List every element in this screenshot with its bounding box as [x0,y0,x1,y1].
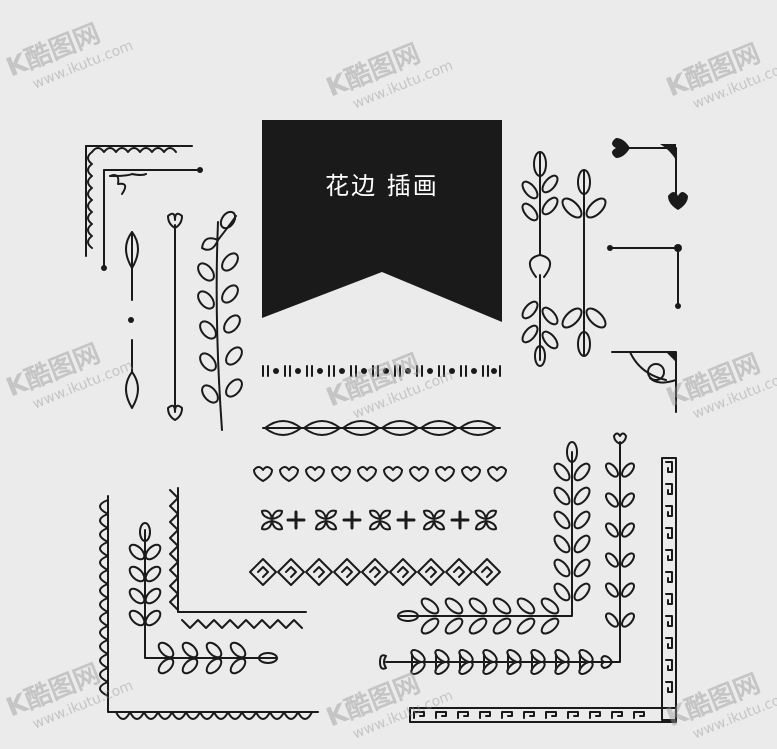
leaf-chain-border [262,420,501,436]
vertical-vine-left [197,210,243,431]
scallop-corner-bottom-left [99,495,319,720]
hearts-border [253,466,507,482]
banner-flag [262,120,502,322]
heart-sprig-corner [379,432,635,675]
cross-x-border [261,509,497,531]
heart-arrow-divider [167,212,183,421]
zigzag-corner [169,487,307,629]
double-leaf-sprig [561,169,607,357]
banner-title: 花边 插画 [325,172,439,200]
diamond-spiral-border [249,558,501,586]
scallop-corner-top-left [85,145,201,269]
dot-dash-border [262,365,501,377]
leafy-vine-corner [397,441,591,635]
swirl-corner-right [611,351,677,413]
heart-corner-top-right [619,147,677,201]
leafy-sprig-curl [521,151,559,367]
dot-corner-right [609,247,679,307]
leaf-arrow-divider [125,231,139,409]
leaf-sprig-corner [128,522,278,675]
greek-key-corner [409,457,677,723]
